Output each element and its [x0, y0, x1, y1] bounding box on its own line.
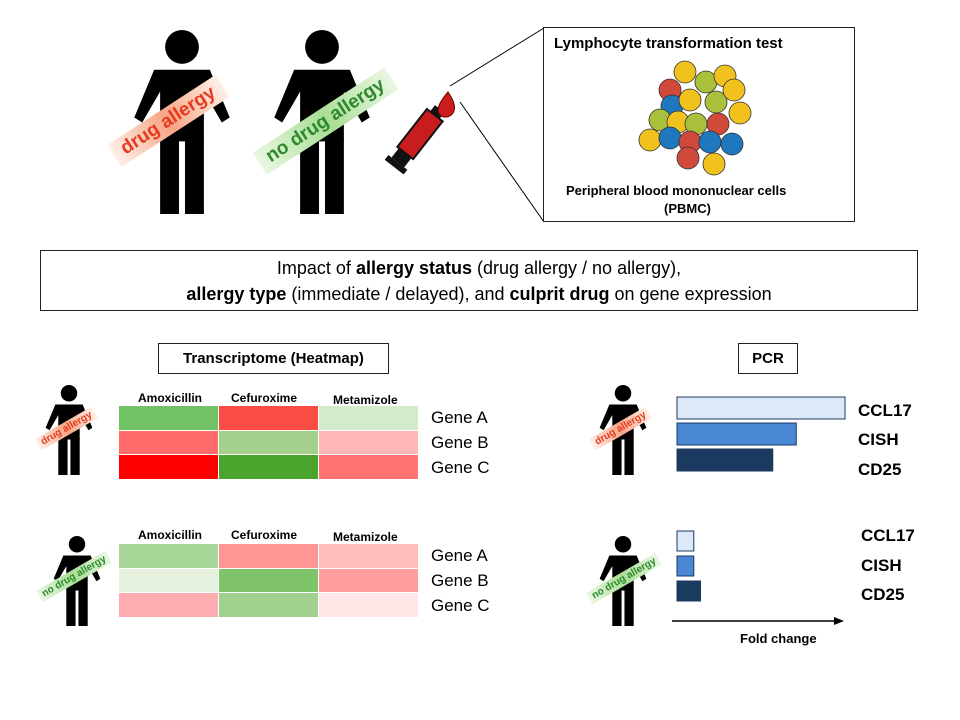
- pcr1-bar-0: [676, 396, 846, 420]
- pcr-title-box: [738, 343, 798, 374]
- heatmap1-cell-r2-c0: [119, 455, 218, 480]
- heatmap1-cell-r0-c1: [219, 406, 318, 430]
- pbmc-label-line2: (PBMC): [664, 201, 711, 216]
- impact-allergy-type: allergy type: [186, 284, 287, 304]
- transcriptome-title: Transcriptome (Heatmap): [183, 350, 364, 367]
- impact-line1-pre: Impact of: [276, 258, 356, 278]
- heatmap2-cell-r0-c2: [319, 544, 418, 568]
- heatmap1-cell-r2-c1: [219, 455, 318, 480]
- pcr1-gene-2: CD25: [858, 460, 902, 479]
- heatmap-no-drug-allergy: [119, 544, 419, 618]
- pcr2-gene-2: CD25: [861, 585, 905, 604]
- impact-line1-post: (drug allergy / no allergy),: [472, 258, 682, 278]
- heatmap2-gene-c: Gene C: [431, 596, 490, 615]
- heatmap1-cell-r0-c2: [319, 406, 418, 430]
- transcriptome-title-box: [158, 343, 389, 374]
- ltt-title: Lymphocyte transformation test: [554, 35, 783, 52]
- pcr1-gene-0: CCL17: [858, 401, 912, 420]
- heatmap1-cell-r1-c1: [219, 430, 318, 455]
- pbmc-cells-cluster: [638, 60, 752, 176]
- pcr-bars-drug-allergy: [676, 396, 846, 472]
- heatmap2-cell-r0-c0: [119, 544, 218, 568]
- heatmap1-cell-r1-c2: [319, 430, 418, 455]
- heatmap2-cell-r2-c0: [119, 593, 218, 618]
- heatmap2-cell-r1-c0: [119, 568, 218, 593]
- impact-allergy-status: allergy status: [355, 258, 472, 278]
- heatmap2-drug-label-2: Metamizole: [333, 530, 398, 544]
- impact-line-1: Impact of allergy status (drug allergy /…: [40, 258, 918, 279]
- heatmap2-drug-label-1: Cefuroxime: [231, 528, 298, 542]
- impact-line2-mid: (immediate / delayed), and: [286, 284, 510, 304]
- heatmap1-drug-label-1: Cefuroxime: [231, 391, 298, 405]
- heatmap2-gene-a: Gene A: [431, 546, 488, 565]
- impact-culprit-drug: culprit drug: [509, 284, 610, 304]
- heatmap1-drug-label-2: Metamizole: [333, 393, 398, 407]
- pcr2-bar-0: [676, 530, 695, 552]
- heatmap2-drug-label-0: Amoxicillin: [138, 528, 203, 542]
- heatmap1-gene-c: Gene C: [431, 458, 490, 477]
- pcr2-bar-2: [676, 580, 702, 602]
- fold-change-label: Fold change: [740, 631, 817, 646]
- heatmap1-cell-r2-c2: [319, 455, 418, 480]
- heatmap2-cell-r1-c2: [319, 568, 418, 593]
- heatmap2-cell-r1-c1: [219, 568, 318, 593]
- pcr1-bar-2: [676, 448, 774, 472]
- pcr2-gene-1: CISH: [861, 556, 902, 575]
- heatmap1-cell-r1-c0: [119, 430, 218, 455]
- heatmap1-gene-a: Gene A: [431, 408, 488, 427]
- heatmap2-cell-r0-c1: [219, 544, 318, 568]
- heatmap2-cell-r2-c1: [219, 593, 318, 618]
- heatmap1-gene-b: Gene B: [431, 433, 489, 452]
- pcr-title: PCR: [752, 350, 784, 367]
- impact-line-2: allergy type (immediate / delayed), and …: [40, 284, 918, 305]
- fold-change-axis-arrow: [672, 617, 844, 625]
- pcr1-bar-1: [676, 422, 797, 446]
- pcr2-bar-1: [676, 555, 695, 577]
- heatmap2-cell-r2-c2: [319, 593, 418, 618]
- impact-line2-post: on gene expression: [609, 284, 772, 304]
- pcr1-gene-1: CISH: [858, 430, 899, 449]
- pcr2-gene-0: CCL17: [861, 526, 915, 545]
- pbmc-label-line1: Peripheral blood mononuclear cells: [566, 183, 787, 198]
- impact-statement-box: [40, 250, 918, 311]
- pcr-bars-no-drug-allergy: [676, 530, 702, 602]
- heatmap1-cell-r0-c0: [119, 406, 218, 430]
- heatmap2-gene-b: Gene B: [431, 571, 489, 590]
- heatmap1-drug-label-0: Amoxicillin: [138, 391, 203, 405]
- syringe-icon: [384, 91, 455, 175]
- heatmap-drug-allergy: [119, 406, 419, 480]
